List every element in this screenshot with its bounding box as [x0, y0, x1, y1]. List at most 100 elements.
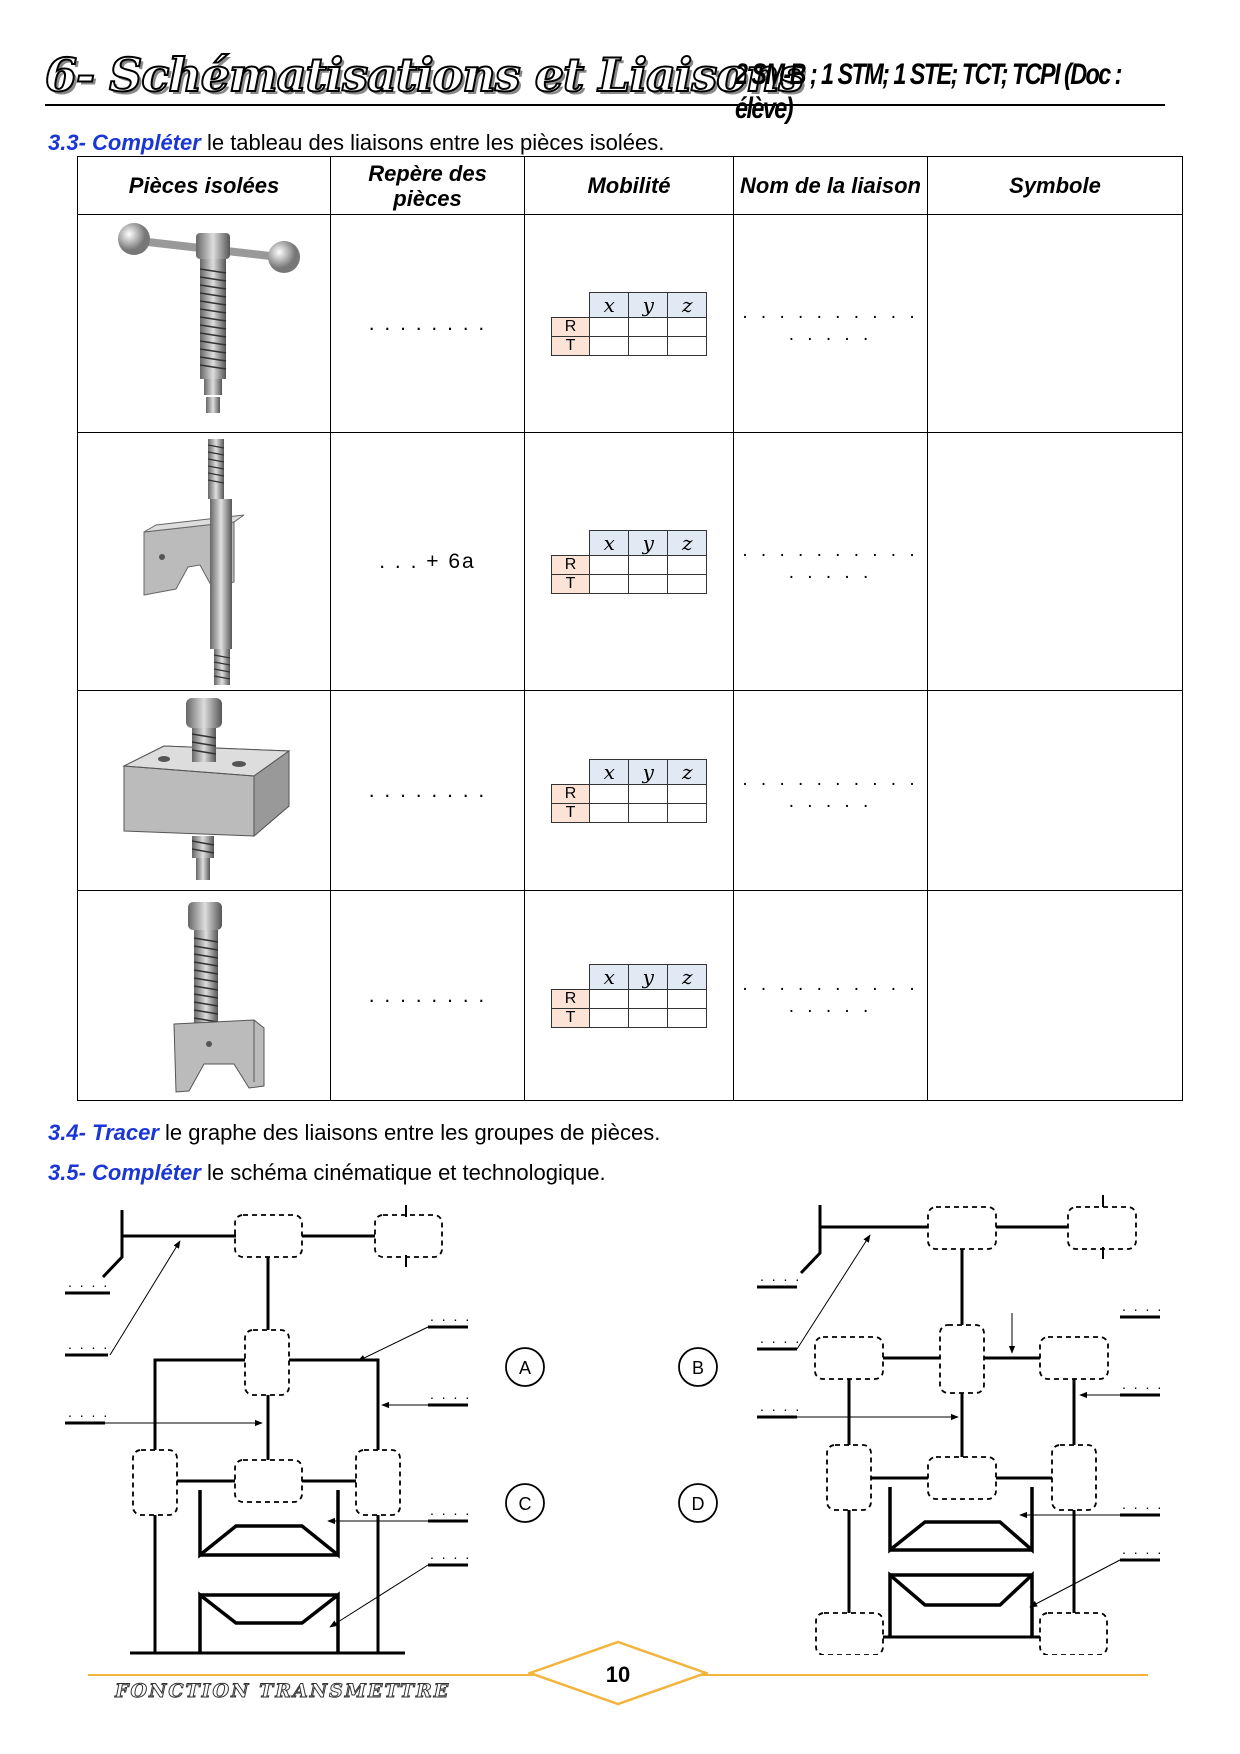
mobility-input[interactable]: [667, 802, 708, 823]
nom-liaison-field[interactable]: . . . . . . . . . . . . . . .: [733, 214, 928, 433]
mobility-input[interactable]: [628, 316, 669, 337]
label-placeholder[interactable]: . . . .: [760, 1398, 801, 1414]
mobility-input[interactable]: [589, 1007, 630, 1028]
mobility-input[interactable]: [628, 573, 669, 594]
joint-box[interactable]: [244, 1329, 290, 1396]
mobility-input[interactable]: [589, 988, 630, 1009]
row-r: R: [550, 316, 591, 337]
mobility-input[interactable]: [667, 316, 708, 337]
repere-field[interactable]: . . . + 6a: [330, 432, 525, 691]
label-placeholder[interactable]: . . . .: [430, 1386, 471, 1402]
header-symbole: Symbole: [927, 156, 1183, 215]
mobility-input[interactable]: [628, 783, 669, 804]
joint-box[interactable]: [814, 1336, 884, 1380]
label-placeholder[interactable]: . . . .: [1122, 1376, 1163, 1392]
axis-x: x: [589, 963, 630, 990]
label-placeholder[interactable]: . . . .: [68, 1274, 109, 1290]
label-placeholder[interactable]: . . . .: [68, 1336, 109, 1352]
mobility-input[interactable]: [589, 802, 630, 823]
label-placeholder[interactable]: . . . .: [1122, 1298, 1163, 1314]
question-text: le tableau des liaisons entre les pièces…: [200, 130, 665, 155]
nom-liaison-field[interactable]: . . . . . . . . . . . . . . .: [733, 690, 928, 891]
question-number: 3.5-: [48, 1160, 86, 1185]
mobility-input[interactable]: [667, 783, 708, 804]
symbole-field[interactable]: [927, 214, 1183, 433]
row-r: R: [550, 783, 591, 804]
joint-box[interactable]: [355, 1449, 401, 1516]
joint-box[interactable]: [132, 1449, 178, 1516]
mobility-input[interactable]: [628, 988, 669, 1009]
mobility-input[interactable]: [628, 335, 669, 356]
row-t: T: [550, 335, 591, 356]
mobility-input[interactable]: [667, 573, 708, 594]
block-screw-icon: [122, 697, 291, 880]
mobility-input[interactable]: [667, 1007, 708, 1028]
label-placeholder[interactable]: . . . .: [430, 1308, 471, 1324]
joint-box[interactable]: [374, 1214, 443, 1258]
axis-y: y: [628, 963, 669, 990]
label-placeholder[interactable]: . . . .: [430, 1546, 471, 1562]
symbole-field[interactable]: [927, 432, 1183, 691]
label-placeholder[interactable]: . . . .: [760, 1268, 801, 1284]
axis-z: z: [667, 529, 708, 556]
symbole-field[interactable]: [927, 890, 1183, 1101]
mobility-input[interactable]: [628, 802, 669, 823]
joint-box[interactable]: [1039, 1336, 1109, 1380]
page-title: 6- Schématisations et Liaisons: [44, 47, 805, 103]
header-rule: [45, 104, 1165, 106]
label-placeholder[interactable]: . . . .: [430, 1502, 471, 1518]
page-number-badge: 10: [528, 1640, 708, 1706]
question-verb: Compléter: [92, 1160, 201, 1185]
joint-box[interactable]: [1051, 1444, 1097, 1511]
graph-node[interactable]: [505, 1347, 545, 1387]
repere-field[interactable]: . . . . . . . .: [330, 690, 525, 891]
mobility-input[interactable]: [589, 335, 630, 356]
joint-box[interactable]: [939, 1324, 985, 1394]
question-verb: Tracer: [92, 1120, 159, 1145]
repere-field[interactable]: . . . . . . . .: [330, 214, 525, 433]
joint-box[interactable]: [927, 1456, 997, 1500]
table-header-row: Pièces isolées Repère des pièces Mobilit…: [77, 156, 1183, 215]
joint-box[interactable]: [815, 1612, 884, 1655]
screw-jaw-icon: [173, 901, 265, 1093]
mobility-input[interactable]: [628, 1007, 669, 1028]
nom-liaison-field[interactable]: . . . . . . . . . . . . . . .: [733, 890, 928, 1101]
joint-box[interactable]: [234, 1459, 303, 1503]
label-placeholder[interactable]: . . . .: [760, 1330, 801, 1346]
joint-box[interactable]: [234, 1214, 303, 1258]
part-image-cell: [77, 890, 331, 1101]
graph-node[interactable]: [678, 1347, 718, 1387]
label-placeholder[interactable]: . . . .: [68, 1404, 109, 1420]
mobility-input[interactable]: [628, 554, 669, 575]
mobility-input[interactable]: [589, 573, 630, 594]
mobility-input[interactable]: [667, 988, 708, 1009]
t-handle-screw-icon: [118, 222, 300, 413]
joint-box[interactable]: [826, 1444, 872, 1511]
label-placeholder[interactable]: . . . .: [1122, 1541, 1163, 1557]
joint-box[interactable]: [1067, 1206, 1137, 1250]
mobility-input[interactable]: [667, 554, 708, 575]
liaison-graph: [505, 1347, 718, 1523]
axis-y: y: [628, 529, 669, 556]
mobility-input[interactable]: [589, 316, 630, 337]
page-number: 10: [606, 1662, 630, 1687]
graph-node[interactable]: [505, 1483, 545, 1523]
mobility-input[interactable]: [589, 554, 630, 575]
mobility-input[interactable]: [589, 783, 630, 804]
question-number: 3.4-: [48, 1120, 86, 1145]
label-placeholder[interactable]: . . . .: [1122, 1496, 1163, 1512]
repere-field[interactable]: . . . . . . . .: [330, 890, 525, 1101]
symbole-field[interactable]: [927, 690, 1183, 891]
mobility-input[interactable]: [667, 335, 708, 356]
joint-box[interactable]: [1039, 1612, 1108, 1655]
nom-liaison-field[interactable]: . . . . . . . . . . . . . . .: [733, 432, 928, 691]
node-label-b: B: [692, 1358, 704, 1378]
graph-node[interactable]: [678, 1483, 718, 1523]
joint-box[interactable]: [927, 1206, 997, 1250]
